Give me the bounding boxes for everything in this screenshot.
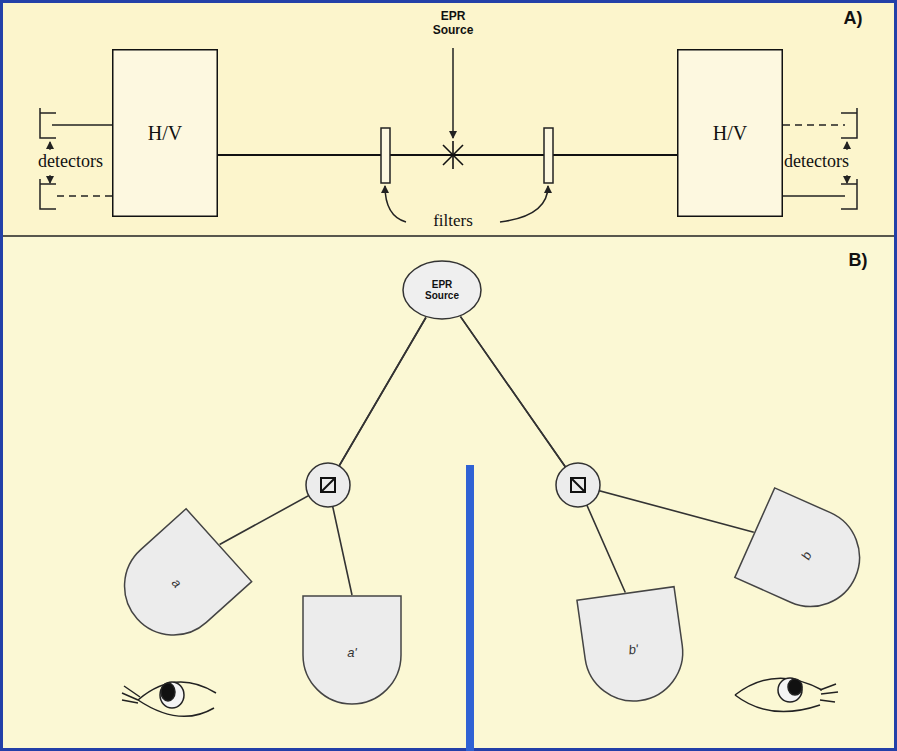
filter (544, 128, 553, 183)
photon-path (461, 317, 754, 533)
beam-splitter (556, 463, 600, 507)
detectors-label: detectors (38, 151, 103, 172)
pointer-arrow (49, 142, 50, 150)
node-text: H/V (148, 122, 182, 145)
detector: a' (302, 595, 402, 705)
detectors-label-box: detectors (38, 151, 103, 172)
panel-letter-box: A) (844, 8, 863, 29)
detectors-label-box: detectors (784, 151, 849, 172)
node-shape (403, 261, 481, 319)
source-ellipse: EPR Source (402, 260, 482, 320)
source-star (439, 141, 467, 169)
detector: a (103, 507, 253, 656)
hv-analyzer-box: H/V (112, 49, 218, 217)
pointer-arrow (452, 48, 454, 138)
pointer-arrow (49, 175, 50, 183)
detector-wire (52, 124, 112, 126)
hv-analyzer-box: H/V (677, 49, 783, 217)
eyelid (735, 695, 820, 712)
node-text: H/V (713, 122, 747, 145)
panel-letter-box: B) (849, 250, 868, 271)
iris (160, 682, 184, 708)
star-ray (443, 145, 463, 165)
detector-bracket (841, 179, 857, 209)
photon-path (461, 317, 626, 593)
pointer-arrow (385, 186, 406, 222)
pupil (788, 679, 802, 695)
observer-eye (735, 678, 838, 712)
node-shape (303, 596, 401, 704)
detector: b' (576, 586, 690, 709)
node-shape (113, 50, 218, 217)
splitter-circle (556, 463, 600, 507)
node-shape (678, 50, 783, 217)
beam-line (218, 154, 677, 156)
node-shape (735, 488, 875, 622)
detectors-label: detectors (784, 151, 849, 172)
node-shape (104, 509, 251, 655)
iris (778, 678, 802, 702)
source-label: EPR Source (427, 10, 479, 38)
detector-wire (52, 195, 112, 197)
filters-label-box: filters (433, 211, 473, 231)
pupil (161, 683, 175, 701)
observer-eye (122, 682, 216, 716)
detector-bracket (40, 179, 56, 209)
detector-bracket (40, 108, 56, 138)
photon-path (220, 318, 426, 545)
panel-divider (0, 235, 897, 237)
panel-letter: B) (849, 250, 868, 271)
panel-b-ground (0, 236, 897, 751)
detector: b (734, 487, 877, 624)
node-text: a' (347, 645, 357, 660)
pointer-arrow (500, 186, 548, 222)
source-label-box: EPR Source (427, 10, 479, 38)
filters-label: filters (433, 211, 473, 231)
splitter-cube (571, 478, 585, 492)
separation-wall (466, 465, 474, 751)
detector-bracket (841, 108, 857, 138)
eyelashes (122, 686, 140, 703)
node-shape (577, 587, 689, 708)
pointer-arrow (846, 175, 847, 183)
splitter-cube (321, 478, 335, 492)
detector-wire (783, 195, 845, 197)
splitter-diagonal (571, 478, 585, 492)
eyelashes (820, 684, 838, 702)
detector-wire (783, 124, 845, 126)
beam-splitter (306, 463, 350, 507)
photon-path (328, 318, 426, 596)
pointer-arrow (846, 142, 847, 150)
splitter-circle (306, 463, 350, 507)
node-text: EPR Source (420, 279, 464, 302)
splitter-diagonal (321, 478, 335, 492)
star-ray (443, 145, 463, 165)
filter (381, 128, 390, 183)
panel-a-ground (0, 0, 897, 236)
node-text: b' (627, 641, 639, 657)
panel-letter: A) (844, 8, 863, 29)
